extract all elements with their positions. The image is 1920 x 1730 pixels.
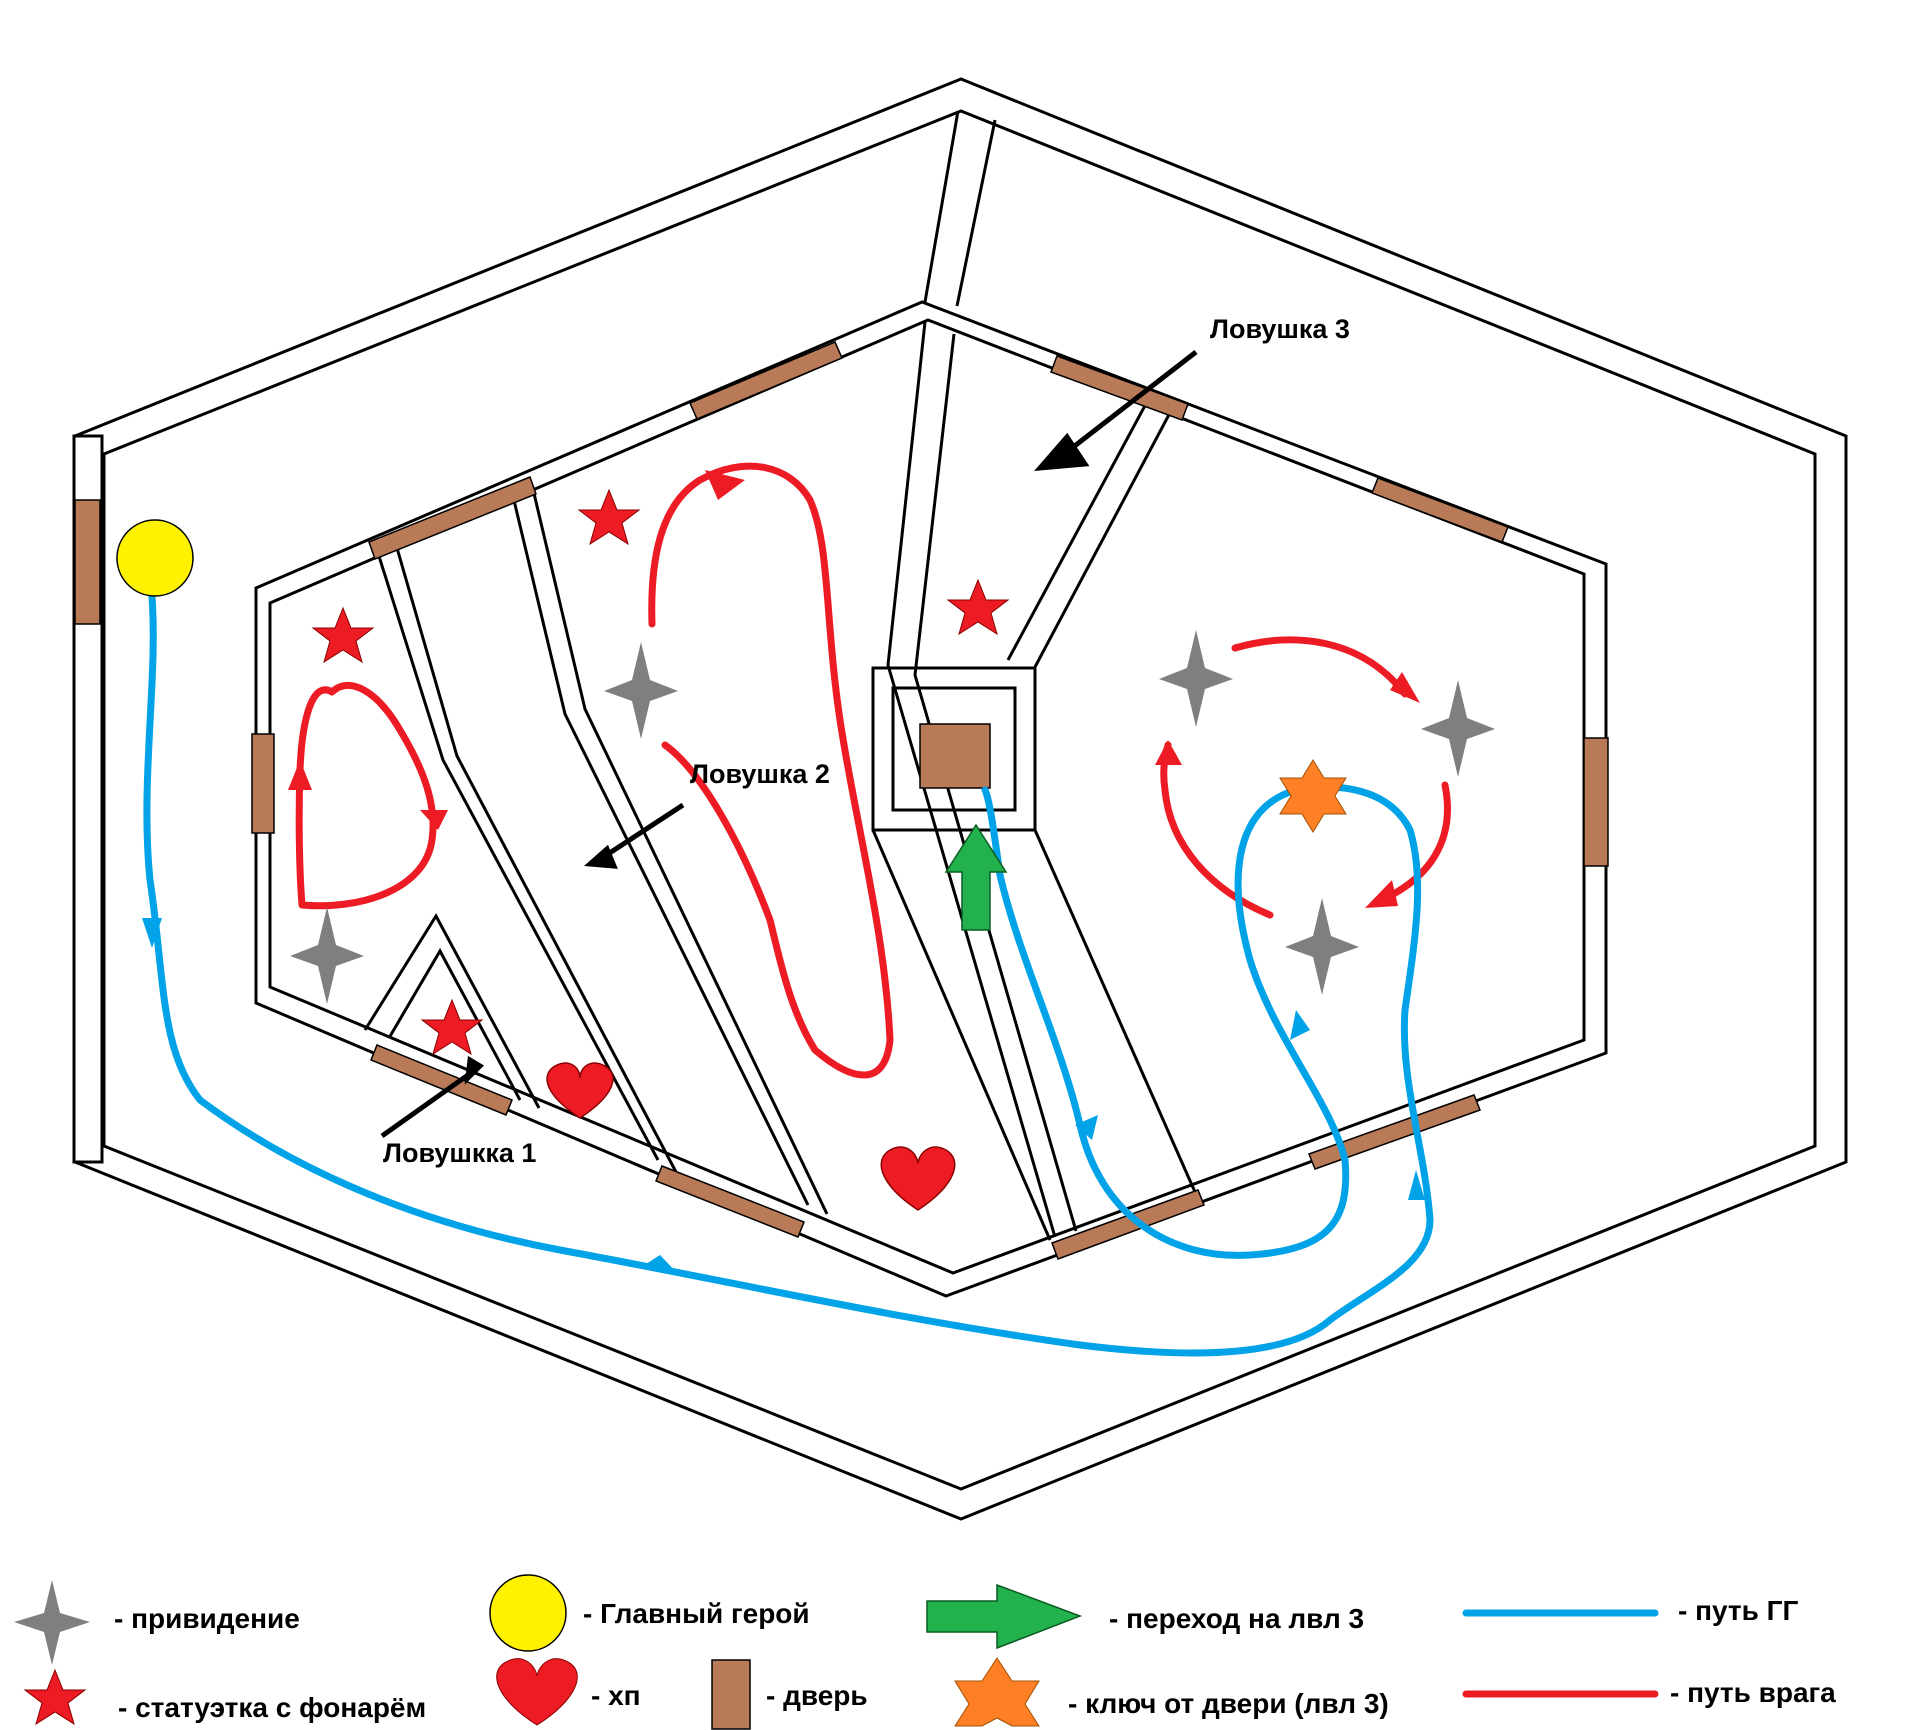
enemy-path-1 (295, 681, 437, 910)
legend-key-label: - ключ от двери (лвл 3) (1068, 1688, 1389, 1719)
trap1-label: Ловушкка 1 (383, 1138, 536, 1168)
legend-hero-circle-icon (489, 1574, 567, 1652)
legend-hp-label: - хп (591, 1680, 641, 1711)
ghost-icon[interactable] (1421, 680, 1495, 777)
enemy-arrowhead-2 (420, 810, 448, 830)
hero-arrowhead-2 (640, 1255, 680, 1276)
statues (311, 488, 1010, 1056)
legend-statue-star-icon (23, 1668, 87, 1726)
enemy-path-2 (648, 462, 894, 1079)
enemy-arrowhead-4 (1390, 672, 1420, 703)
legend-key-star-icon (954, 1657, 1040, 1727)
heart-icon[interactable] (880, 1146, 956, 1211)
inner-hex-outer (254, 300, 1608, 1298)
wall-c5-a (871, 829, 1052, 1241)
trap-arrow-icon (464, 1055, 485, 1085)
door-top-3[interactable] (1050, 355, 1189, 421)
hero-arrowhead-5 (1408, 1170, 1425, 1200)
ghosts (290, 630, 1495, 1004)
hero-arrowhead-1 (142, 918, 162, 948)
ghost-icon[interactable] (1285, 898, 1359, 995)
enemy-arrowhead-5 (1365, 880, 1398, 908)
trap-arrows (380, 350, 1198, 1139)
legend-door-icon (711, 1659, 751, 1730)
trap-arrow-1-line (380, 1067, 477, 1139)
legend-statue-label: - статуэтка с фонарём (118, 1692, 426, 1723)
internal-walls (363, 110, 1197, 1241)
enemy-path-3 (1231, 636, 1409, 698)
wall-c4-a (1006, 399, 1150, 661)
trap2-label: Ловушка 2 (690, 759, 830, 789)
ghost-icon[interactable] (290, 907, 364, 1004)
hearts (546, 1062, 956, 1211)
trap1-room-outer (363, 913, 541, 1109)
door-entrance[interactable] (74, 499, 101, 625)
hero-circle-icon[interactable] (116, 519, 194, 597)
wall-c3-a (886, 321, 1057, 1238)
door-bottom-2[interactable] (655, 1165, 805, 1238)
enemy-path-5 (1160, 741, 1274, 919)
enemy-arrowhead-3 (705, 470, 745, 500)
legend-hero-label: - Главный герой (583, 1598, 810, 1629)
wall-c4-b (1033, 408, 1174, 668)
hero-arrowhead-4 (1290, 1010, 1310, 1040)
door-bottom-3[interactable] (1051, 1189, 1205, 1260)
legend-exit-arrow-icon (926, 1583, 1083, 1650)
key-star-icon[interactable] (1279, 759, 1347, 833)
trap-arrow-2-line (603, 802, 685, 859)
door-center-room[interactable] (919, 723, 991, 789)
trap3-label: Ловушка 3 (1210, 314, 1350, 344)
hero-path-main (143, 593, 1434, 1357)
wall-c5-b (1033, 829, 1197, 1193)
trap1-room-inner (387, 947, 522, 1101)
enemy-arrowheads (288, 470, 1420, 908)
trap-arrow-icon (1034, 432, 1090, 472)
statue-star-icon[interactable] (577, 488, 641, 546)
legend-enemy-path-label: - путь врага (1670, 1677, 1836, 1708)
ghost-icon[interactable] (604, 642, 678, 739)
enemy-paths (295, 462, 1451, 1079)
statue-star-icon[interactable] (420, 998, 484, 1056)
door-right-wall[interactable] (1583, 737, 1609, 867)
spoke-top-a (923, 110, 960, 303)
enemy-arrowhead-6 (1155, 740, 1182, 765)
statue-star-icon[interactable] (311, 606, 375, 664)
legend-ghost-icon (14, 1580, 90, 1665)
heart-icon[interactable] (546, 1062, 614, 1119)
door-top-1[interactable] (368, 476, 537, 560)
exit-arrow-icon[interactable] (944, 823, 1008, 931)
legend-ghost-label: - привидение (114, 1603, 300, 1634)
door-bottom-4[interactable] (1308, 1094, 1481, 1170)
hero-arrowheads (142, 918, 1425, 1276)
center-room-outer (871, 666, 1037, 832)
wall-c1-a (376, 552, 660, 1161)
door-top-2[interactable] (689, 341, 843, 420)
wall-c2-a (510, 491, 810, 1206)
trap-arrow-3-line (1070, 350, 1198, 450)
wall-c2-b (530, 484, 829, 1215)
legend-hero-path-label: - путь ГГ (1678, 1595, 1799, 1626)
legend-door-label: - дверь (766, 1680, 868, 1711)
center-room-inner (891, 686, 1017, 812)
enemy-arrowhead-1 (288, 760, 312, 790)
outer-hex-inner (102, 109, 1817, 1491)
doors (74, 341, 1609, 1260)
statue-star-icon[interactable] (946, 578, 1010, 636)
hero-path (143, 593, 1434, 1357)
wall-c1-b (395, 547, 678, 1173)
inner-hex-inner (268, 318, 1586, 1275)
door-top-4[interactable] (1371, 477, 1509, 543)
trap-arrow-icon (583, 844, 618, 869)
legend-exit-label: - переход на лвл 3 (1109, 1603, 1364, 1634)
hero-arrowhead-3 (1075, 1115, 1098, 1140)
legend: - привидение - статуэтка с фонарём - Гла… (14, 1574, 1836, 1730)
wall-c3-b (913, 333, 1078, 1232)
door-left-wall[interactable] (251, 733, 275, 834)
ghost-icon[interactable] (1159, 630, 1233, 727)
legend-heart-icon (496, 1658, 578, 1726)
spoke-top-b (955, 119, 997, 307)
